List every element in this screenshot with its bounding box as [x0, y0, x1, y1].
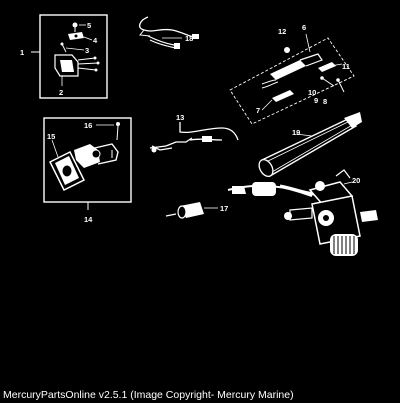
part-label-13: 13 — [176, 113, 184, 122]
part-label-19: 19 — [292, 128, 300, 137]
part-17-grommet — [165, 202, 218, 219]
part-label-11: 11 — [342, 62, 350, 71]
part-label-6: 6 — [302, 23, 306, 32]
part-label-15: 15 — [47, 132, 55, 141]
part-label-7: 7 — [256, 106, 260, 115]
part-labels: 1 2 3 4 5 6 7 8 9 10 11 12 13 14 15 16 1… — [20, 21, 360, 224]
part-18-wiring-harness — [139, 16, 199, 49]
part-13-cable — [149, 122, 239, 153]
part-label-4: 4 — [93, 36, 98, 45]
part-label-12: 12 — [278, 27, 286, 36]
part-label-8: 8 — [323, 97, 327, 106]
part-label-10: 10 — [308, 88, 316, 97]
part-label-1: 1 — [20, 48, 24, 57]
parts-group-dashed — [229, 33, 355, 125]
part-label-5: 5 — [87, 21, 91, 30]
part-label-3: 3 — [85, 46, 89, 55]
part-label-9: 9 — [314, 96, 318, 105]
parts-group-box-top-left — [31, 14, 108, 99]
part-label-20: 20 — [352, 176, 360, 185]
part-19-tiller-handle — [258, 112, 362, 178]
image-copyright-caption: MercuryPartsOnline v2.5.1 (Image Copyrig… — [3, 389, 294, 401]
parts-group-box-left — [43, 117, 132, 210]
part-20-throttle-assembly — [227, 169, 378, 256]
part-label-17: 17 — [220, 204, 228, 213]
part-label-18: 18 — [185, 34, 193, 43]
part-label-14: 14 — [84, 215, 93, 224]
part-label-16: 16 — [84, 121, 92, 130]
part-label-2: 2 — [59, 88, 63, 97]
